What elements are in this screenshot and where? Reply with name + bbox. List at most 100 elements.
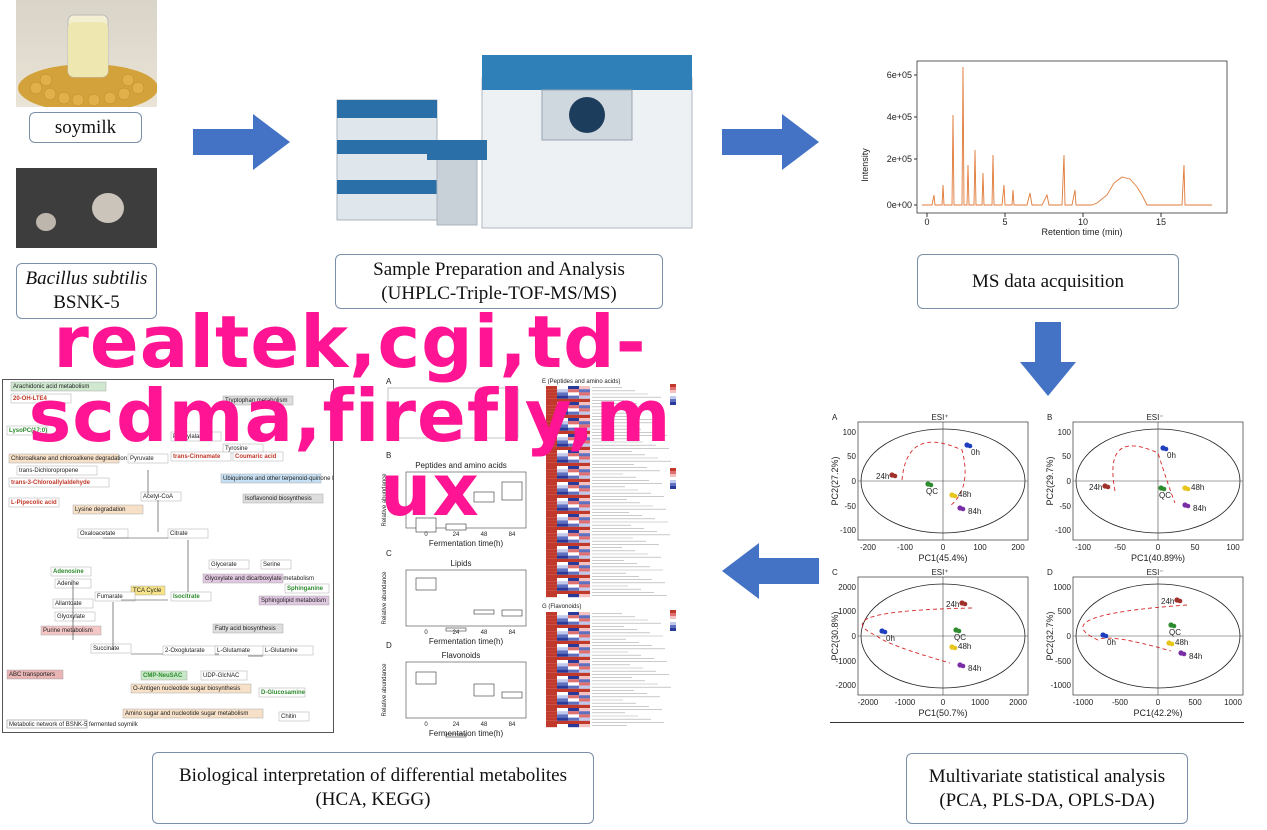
heatmap-cell	[568, 418, 579, 422]
heatmap-cell	[579, 555, 590, 559]
pathway-caption-box	[6, 719, 88, 729]
boxplot-box	[445, 627, 467, 632]
heatmap-cell	[568, 660, 579, 664]
heatmap-cell	[568, 526, 579, 530]
pca-xlabel: PC1(42.2%)	[1133, 708, 1182, 718]
pca-panel-mode: ESI⁺	[931, 568, 948, 577]
boxplot-box	[501, 481, 523, 501]
heatmap-cell	[579, 565, 590, 569]
pathway-node-label: Fatty acid biosynthesis	[215, 626, 276, 632]
pathway-node-label: trans-Dichloropropene	[19, 468, 79, 474]
heatmap-cell	[579, 631, 590, 635]
heatmap-cell	[568, 624, 579, 628]
heatmap-cell	[557, 688, 568, 692]
boxplot-title: Flavonoids	[442, 651, 481, 660]
heatmap-cell	[568, 546, 579, 550]
heatmap-cell	[557, 584, 568, 588]
heatmap-cell	[568, 634, 579, 638]
heatmap-cell	[579, 647, 590, 651]
pca-panel-mode: ESI⁻	[1146, 568, 1163, 577]
heatmap-cell	[546, 590, 557, 594]
heatmap-cell	[579, 530, 590, 534]
heatmap-cell	[557, 504, 568, 508]
heatmap-cell	[557, 676, 568, 680]
heatmap-cell	[546, 408, 557, 412]
heatmap-cell	[546, 478, 557, 482]
heatmap-cell	[557, 672, 568, 676]
heatmap-cell	[557, 714, 568, 718]
heatmap-cell	[568, 494, 579, 498]
pca-group-label: QC	[1159, 491, 1171, 500]
heatmap-cell	[546, 656, 557, 660]
boxplot-box	[501, 609, 523, 617]
heatmap-cell	[579, 695, 590, 699]
heatmap-cell	[557, 679, 568, 683]
heatmap-cell	[557, 523, 568, 527]
heatmap-colorkey	[670, 387, 676, 390]
pathway-node-label: L-Glutamate	[217, 648, 251, 654]
heatmap-cell	[557, 685, 568, 689]
pathway-node-box	[212, 623, 284, 634]
pca-ytick-label: -50	[1059, 502, 1071, 511]
pca-ytick-label: 100	[843, 428, 857, 437]
multivariate-line2: (PCA, PLS-DA, OPLS-DA)	[939, 789, 1155, 811]
heatmap-cell	[557, 446, 568, 450]
heatmap-cell	[557, 708, 568, 712]
heatmap-cell	[546, 574, 557, 578]
pathway-node-box	[72, 504, 144, 515]
soymilk-photo	[16, 0, 158, 112]
heatmap-cell	[568, 615, 579, 619]
heatmap-cell	[568, 392, 579, 396]
pca-point-84h	[1185, 503, 1191, 509]
heatmap-cell	[546, 539, 557, 543]
heatmap-cell	[557, 517, 568, 521]
heatmap-cell	[557, 724, 568, 728]
heatmap-cell	[546, 514, 557, 518]
heatmap-cell	[568, 724, 579, 728]
arrow-prep-to-ms	[722, 114, 819, 170]
heatmap-cell	[546, 434, 557, 438]
heatmap-cell	[568, 704, 579, 708]
pathway-node-label: TCA Cycle	[133, 588, 162, 594]
pca-panel-letter: B	[1047, 413, 1052, 422]
heatmap-cell	[579, 440, 590, 444]
heatmap-cell	[579, 504, 590, 508]
pathway-node-label: Adenosine	[53, 569, 84, 575]
heatmap-cell	[579, 485, 590, 489]
heatmap-cell	[579, 663, 590, 667]
heatmap-cell	[546, 472, 557, 476]
boxplot-letter: C	[386, 549, 392, 558]
pca-xtick-label: -2000	[858, 698, 879, 707]
heatmap-cell	[557, 530, 568, 534]
heatmap-cell	[546, 618, 557, 622]
heatmap-cell	[557, 666, 568, 670]
heatmap-cell	[568, 666, 579, 670]
pca-xtick-label: -200	[860, 543, 877, 552]
pathway-node-box	[258, 595, 330, 606]
pathway-node-box	[200, 670, 248, 681]
boxplot-box	[415, 671, 437, 685]
pca-ytick-label: 1000	[838, 607, 856, 616]
heatmap-cell	[579, 462, 590, 466]
heatmap-cell	[568, 711, 579, 715]
heatmap-cell	[557, 491, 568, 495]
heatmap-cell	[546, 612, 557, 616]
heatmap-cell	[557, 395, 568, 399]
heatmap-e-title: E (Peptides and amino acids)	[542, 379, 620, 385]
heatmap-cell	[546, 724, 557, 728]
heatmap-cell	[568, 491, 579, 495]
heatmap-cell	[546, 526, 557, 530]
heatmap-cell	[557, 717, 568, 721]
pathway-node-label: D-Glucosamine	[261, 690, 306, 696]
heatmap-cell	[568, 692, 579, 696]
pca-group-label: 24h	[1089, 483, 1102, 492]
heatmap-cell	[568, 424, 579, 428]
heatmap-cell	[579, 666, 590, 670]
pca-point-48h	[952, 645, 958, 651]
pathway-node-label: Fumarate	[97, 594, 123, 600]
heatmap-cell	[546, 679, 557, 683]
heatmap-cell	[568, 446, 579, 450]
heatmap-cell	[557, 581, 568, 585]
